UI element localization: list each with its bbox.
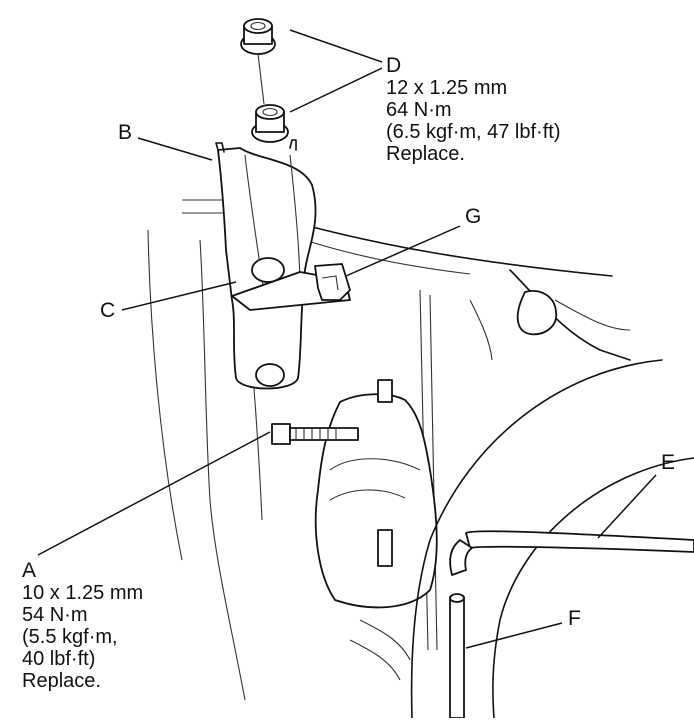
- callout-f-letter: F: [568, 607, 581, 630]
- callout-a-letter: A: [22, 559, 37, 582]
- callout-a-line-1: 10 x 1.25 mm: [22, 582, 144, 604]
- lower-arm-line: [349, 639, 401, 681]
- knuckle-detail: [329, 458, 421, 471]
- wheel-speed-sensor-tip: [449, 593, 465, 603]
- body-panel-edge: [304, 239, 471, 275]
- brake-hose: [429, 294, 438, 651]
- sensor-harness: [465, 530, 694, 553]
- damper-fork-tab: [289, 139, 297, 151]
- brake-line: [469, 299, 493, 361]
- damper-fork-tab: [215, 142, 225, 153]
- stud: [377, 529, 393, 567]
- callout-b-letter: B: [118, 121, 133, 144]
- callout-e-letter: E: [661, 451, 676, 474]
- upper-arm-outline: [554, 299, 631, 331]
- callout-a: A 10 x 1.25 mm 54 N·m (5.5 kgf·m, 40 lbf…: [22, 559, 144, 693]
- callout-a-line-3: (5.5 kgf·m,: [22, 626, 118, 648]
- callout-d-line-2: 64 N·m: [386, 99, 452, 121]
- tire-inner-edge: [492, 457, 694, 719]
- callout-a-line-2: 54 N·m: [22, 604, 88, 626]
- callout-d-line-3: (6.5 kgf·m, 47 lbf·ft): [386, 121, 561, 143]
- callout-a-line-4: 40 lbf·ft): [22, 648, 96, 670]
- leader-c: [121, 281, 237, 311]
- callout-g-letter: G: [465, 205, 482, 228]
- leader-f: [465, 622, 563, 649]
- bolt-shank: [289, 427, 359, 441]
- damper-fork-hole: [255, 363, 285, 387]
- callout-a-line-5: Replace.: [22, 670, 101, 692]
- flange-nut-upper: [240, 18, 276, 55]
- callout-c-letter: C: [100, 299, 116, 322]
- damper-fork-edge: [244, 154, 266, 301]
- brake-hose-clip-detail: [321, 275, 339, 291]
- bolt-head: [271, 423, 291, 445]
- knuckle-detail: [329, 489, 406, 501]
- lower-arm-line: [359, 619, 411, 661]
- callout-d-line-1: 12 x 1.25 mm: [386, 77, 508, 99]
- leader-e: [597, 474, 657, 539]
- flange-nut-lower: [251, 104, 289, 143]
- tire-outer-edge: [410, 359, 663, 719]
- brake-hose-clip: [314, 263, 351, 301]
- frame-rail-line: [147, 229, 183, 561]
- nut-axis-line: [257, 53, 265, 105]
- frame-rail-line: [199, 239, 246, 701]
- body-panel-edge: [304, 224, 613, 277]
- leader-g: [345, 225, 461, 277]
- leader-d-upper: [289, 29, 383, 63]
- leader-b: [137, 137, 213, 161]
- callout-d-line-4: Replace.: [386, 143, 465, 165]
- leader-a: [37, 431, 271, 556]
- knuckle: [314, 393, 438, 609]
- stud: [377, 379, 393, 403]
- leader-d-lower: [289, 67, 383, 113]
- callout-d: D 12 x 1.25 mm 64 N·m (6.5 kgf·m, 47 lbf…: [386, 54, 561, 166]
- wheel-speed-sensor: [449, 596, 465, 719]
- sensor-harness-bend: [449, 539, 473, 576]
- damper-fork-hole: [251, 257, 285, 283]
- bushing: [516, 290, 557, 336]
- bolt-threads: [295, 428, 337, 440]
- callout-d-letter: D: [386, 54, 402, 77]
